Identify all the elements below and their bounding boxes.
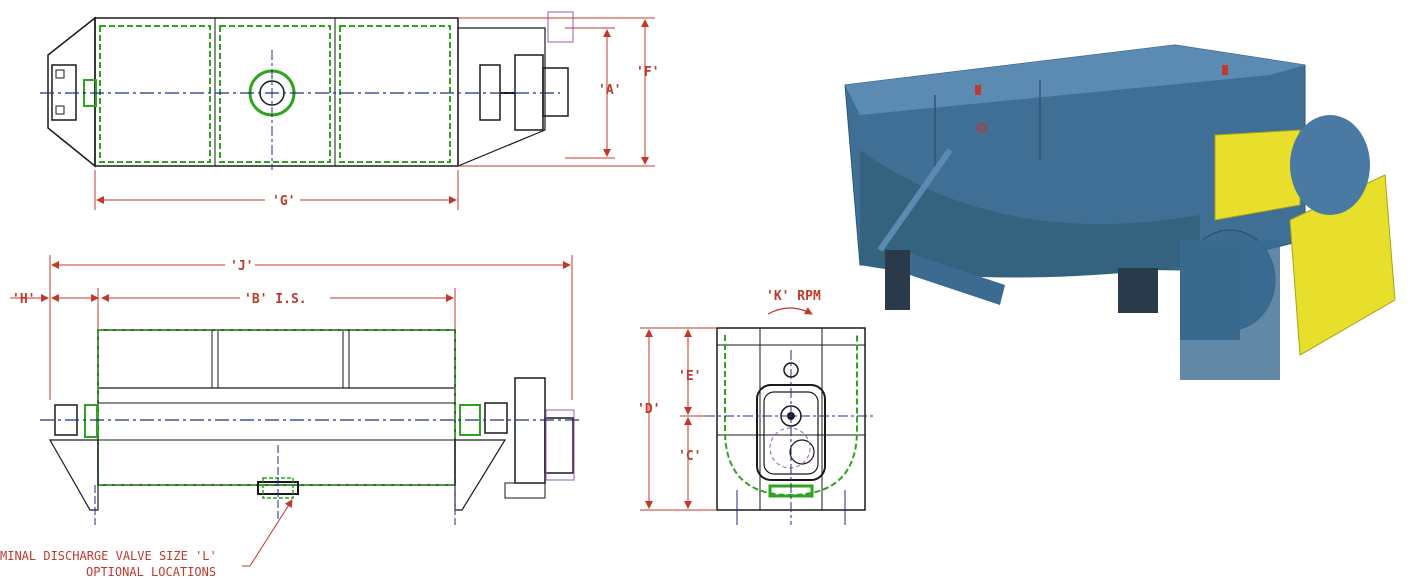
end-view: 'K' RPM 'D' 'E' 'C'	[637, 289, 875, 525]
ribbon-blender-photo	[844, 44, 1396, 380]
dim-d-label: 'D'	[637, 402, 660, 417]
dim-c-label: 'C'	[678, 449, 701, 464]
dim-f-label: 'F'	[636, 65, 659, 80]
dim-e-label: 'E'	[678, 369, 701, 384]
discharge-valve-note-line2: OPTIONAL LOCATIONS	[86, 565, 216, 579]
dim-j-label: 'J'	[230, 259, 253, 274]
top-view: 'A' 'F' 'G'	[40, 11, 659, 210]
dim-h-label: 'H'	[12, 292, 35, 307]
dim-b-label: 'B' I.S.	[244, 292, 307, 307]
dim-k-label: 'K' RPM	[766, 289, 821, 304]
side-view: 'J' 'H' 'B' I.S.	[0, 255, 580, 579]
discharge-valve-note-line1: MINAL DISCHARGE VALVE SIZE 'L'	[0, 549, 217, 563]
dim-a-label: 'A'	[598, 83, 621, 98]
dim-g-label: 'G'	[272, 194, 295, 209]
